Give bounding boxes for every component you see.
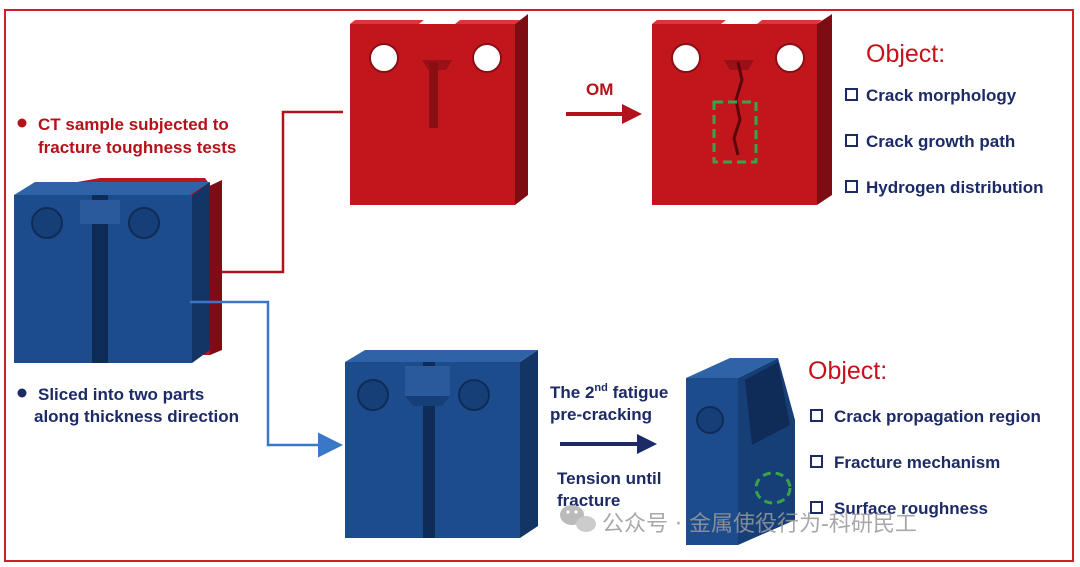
red-sample-1 <box>350 14 528 205</box>
watermark: 公众号 · 金属使役行为-科研民工 <box>560 505 917 537</box>
top-object-item: Crack morphology <box>866 86 1017 105</box>
left-label-bottom-line1: Sliced into two parts <box>38 385 204 404</box>
checkbox-icon <box>845 180 858 193</box>
red-sample-2 <box>652 14 832 205</box>
process-arrow-head <box>637 434 657 454</box>
om-arrow-head <box>622 104 642 124</box>
wechat-icon <box>560 505 596 532</box>
bottom-object-list: Crack propagation region Fracture mechan… <box>810 407 1041 518</box>
bullet-blue-icon <box>17 388 27 398</box>
blue-fractured-half <box>686 358 795 545</box>
left-label-bottom-line2: along thickness direction <box>34 407 239 426</box>
bottom-object-title: Object: <box>808 357 887 385</box>
checkbox-icon <box>810 409 823 422</box>
checkbox-icon <box>810 455 823 468</box>
bottom-object-item: Crack propagation region <box>834 407 1041 426</box>
top-object-title: Object: <box>866 40 945 68</box>
red-connector <box>222 110 343 274</box>
om-label: OM <box>586 80 613 99</box>
blue-connector <box>190 300 343 458</box>
observation-box <box>712 100 758 164</box>
blue-sliced-sample <box>345 350 538 538</box>
tension-label-line1: Tension until <box>557 469 662 488</box>
fatigue-label-line1: The 2nd fatigue <box>550 382 668 402</box>
ct-sample-combined <box>14 178 222 363</box>
top-object-item: Crack growth path <box>866 132 1015 151</box>
top-object-item: Hydrogen distribution <box>866 178 1044 197</box>
checkbox-icon <box>810 501 823 514</box>
left-label-top-line2: fracture toughness tests <box>38 138 236 157</box>
checkbox-icon <box>845 88 858 101</box>
fatigue-label-line2: pre-cracking <box>550 405 652 424</box>
checkbox-icon <box>845 134 858 147</box>
left-label-top-line1: CT sample subjected to <box>38 115 229 134</box>
fracture-region-marker <box>754 471 792 505</box>
bottom-object-item: Fracture mechanism <box>834 453 1000 472</box>
bottom-object-item: Surface roughness <box>834 499 988 518</box>
watermark-text: 公众号 · 金属使役行为-科研民工 <box>602 512 917 537</box>
outer-frame <box>4 9 1074 562</box>
bullet-red-icon <box>17 118 27 128</box>
top-object-list: Crack morphology Crack growth path Hydro… <box>845 86 1044 197</box>
